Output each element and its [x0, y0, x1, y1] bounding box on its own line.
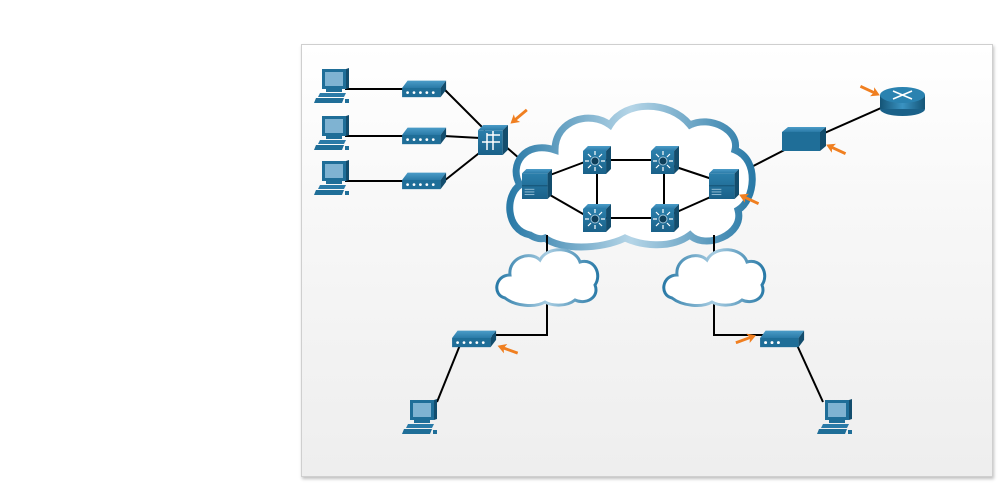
box-top — [782, 127, 826, 132]
modem-icon[interactable] — [452, 330, 497, 348]
provider-cloud — [506, 102, 756, 251]
cloud-right — [662, 248, 767, 307]
switch-rays — [653, 209, 673, 229]
box-front — [782, 132, 820, 151]
switch-hub — [658, 156, 668, 166]
cloud-crossing-links — [546, 235, 715, 335]
pc-icon[interactable] — [314, 160, 349, 195]
pc-icon[interactable] — [402, 399, 437, 434]
link-modem3-router — [443, 149, 484, 182]
multilayer-switch-icon[interactable] — [583, 146, 611, 174]
link-csu-router — [819, 103, 891, 136]
pc-icon[interactable] — [314, 115, 349, 150]
modem-icon[interactable] — [402, 127, 447, 145]
multilayer-switch-icon[interactable] — [583, 204, 611, 232]
cloud-left — [495, 248, 600, 307]
link-modem-bottom-right-pc5 — [796, 344, 824, 403]
switch-hub — [658, 214, 668, 224]
pc-icon[interactable] — [817, 399, 852, 434]
multilayer-switch-icon[interactable] — [651, 146, 679, 174]
access-server-glyph — [482, 131, 500, 150]
arrow-icon — [507, 106, 531, 128]
modem-icon[interactable] — [402, 80, 447, 98]
multilayer-switch-icon[interactable] — [651, 204, 679, 232]
modem-icon[interactable] — [760, 330, 805, 348]
arrow-icon — [858, 81, 882, 100]
switch-hub — [590, 214, 600, 224]
arrow-icon — [824, 140, 848, 159]
link-modem1-router — [443, 88, 486, 131]
modem-icon[interactable] — [402, 172, 447, 190]
access-server-icon[interactable] — [478, 125, 508, 155]
link-modem2-router — [443, 135, 481, 139]
router-arrows — [892, 90, 913, 100]
pc-icon[interactable] — [314, 68, 349, 103]
router-icon[interactable] — [880, 87, 925, 116]
arrow-icon — [495, 341, 520, 358]
switch-rays — [585, 209, 605, 229]
switch-hub — [590, 156, 600, 166]
link-modem-bottom-left-pc4 — [436, 344, 461, 403]
csu-dsu-icon[interactable] — [782, 127, 826, 151]
arrow-icon — [734, 330, 758, 348]
server-switch-icon[interactable] — [522, 169, 552, 199]
switch-rays — [653, 151, 673, 171]
server-switch-icon[interactable] — [709, 169, 739, 199]
box-side — [820, 127, 826, 151]
switch-rays — [585, 151, 605, 171]
